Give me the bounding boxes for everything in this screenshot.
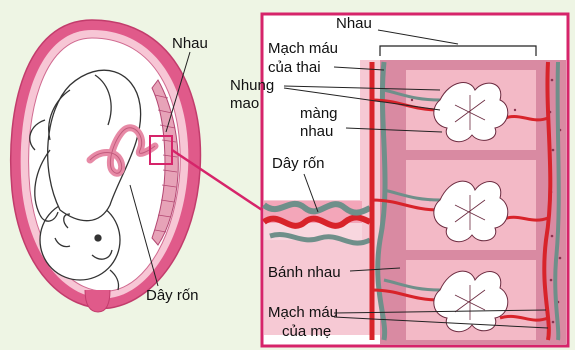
label-maternal-vessels-1: Mạch máu (268, 304, 338, 321)
label-fetal-vessels-1: Mạch máu (268, 40, 338, 57)
label-membrane-1: màng (300, 105, 338, 122)
label-villi-1: Nhung (230, 77, 274, 94)
label-cord-right: Dây rốn (272, 155, 325, 172)
label-cord-left: Dây rốn (146, 287, 199, 304)
label-placenta-left: Nhau (172, 35, 208, 52)
label-villi-2: mao (230, 95, 259, 112)
label-membrane-2: nhau (300, 123, 333, 140)
label-placenta-plate: Bánh nhau (268, 264, 341, 281)
label-maternal-vessels-2: của mẹ (282, 323, 331, 340)
label-fetal-vessels-2: của thai (268, 59, 321, 76)
label-placenta-right: Nhau (336, 15, 372, 32)
